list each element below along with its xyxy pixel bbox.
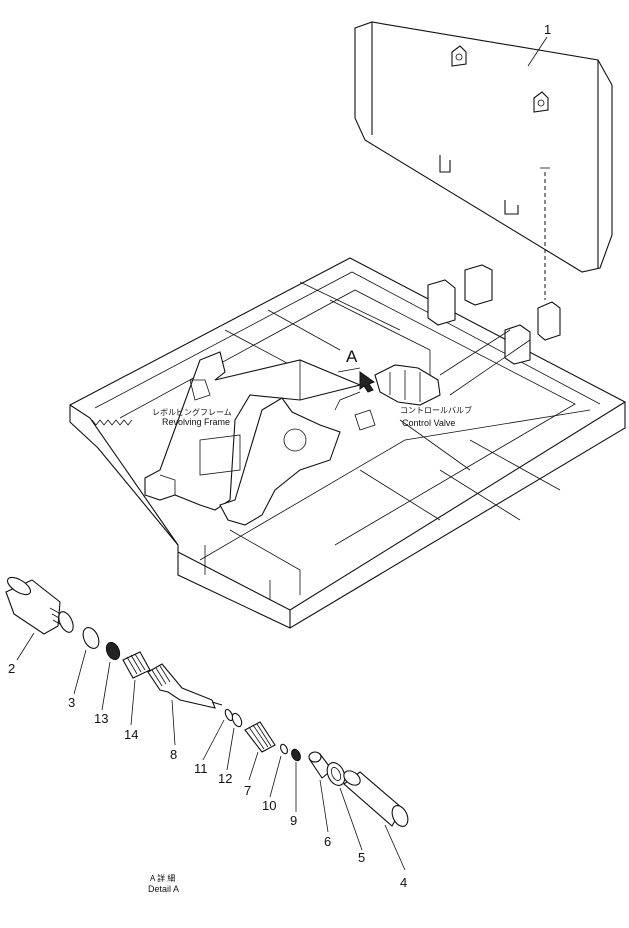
diagram-labels: A レボルビングフレーム Revolving Frame コントロールバルブ C… (148, 347, 472, 894)
callout-numbers: 1 2 3 4 5 6 7 8 9 10 11 12 13 14 (8, 22, 551, 890)
control-valve-label-en: Control Valve (402, 418, 455, 428)
part-13-washer (105, 641, 121, 661)
callout-9: 9 (290, 813, 297, 828)
revolving-frame (69, 257, 626, 629)
leader-lines (16, 36, 548, 871)
counterweight (354, 21, 613, 300)
part-8-spool (147, 663, 223, 709)
callout-4: 4 (400, 875, 407, 890)
part-9-washer (291, 748, 301, 762)
part-5-ring (326, 762, 346, 786)
part-7-spring (244, 721, 276, 753)
callout-11: 11 (194, 761, 208, 776)
callout-1: 1 (544, 22, 551, 37)
callout-3: 3 (68, 695, 75, 710)
callout-8: 8 (170, 747, 177, 762)
callout-10: 10 (262, 798, 276, 813)
callout-14: 14 (124, 727, 138, 742)
revolving-frame-label-jp: レボルビングフレーム (152, 407, 232, 417)
part-4-cap (343, 770, 409, 827)
callout-5: 5 (358, 850, 365, 865)
part-11-o-ring (224, 708, 234, 722)
detail-a-caption-en: Detail A (148, 884, 179, 894)
part-3-o-ring (82, 627, 100, 649)
spool-assembly (5, 576, 409, 827)
control-valve-label-jp: コントロールバルブ (400, 405, 472, 415)
detail-a-caption-jp: A 詳 細 (150, 873, 175, 883)
callout-12: 12 (218, 771, 232, 786)
part-10-o-ring (280, 743, 288, 755)
detail-marker: A (346, 347, 358, 366)
part-2-plug (5, 576, 74, 635)
part-12-washer (231, 712, 243, 728)
callout-6: 6 (324, 834, 331, 849)
callout-13: 13 (94, 711, 108, 726)
callout-2: 2 (8, 661, 15, 676)
revolving-frame-label-en: Revolving Frame (162, 417, 230, 427)
callout-7: 7 (244, 783, 251, 798)
